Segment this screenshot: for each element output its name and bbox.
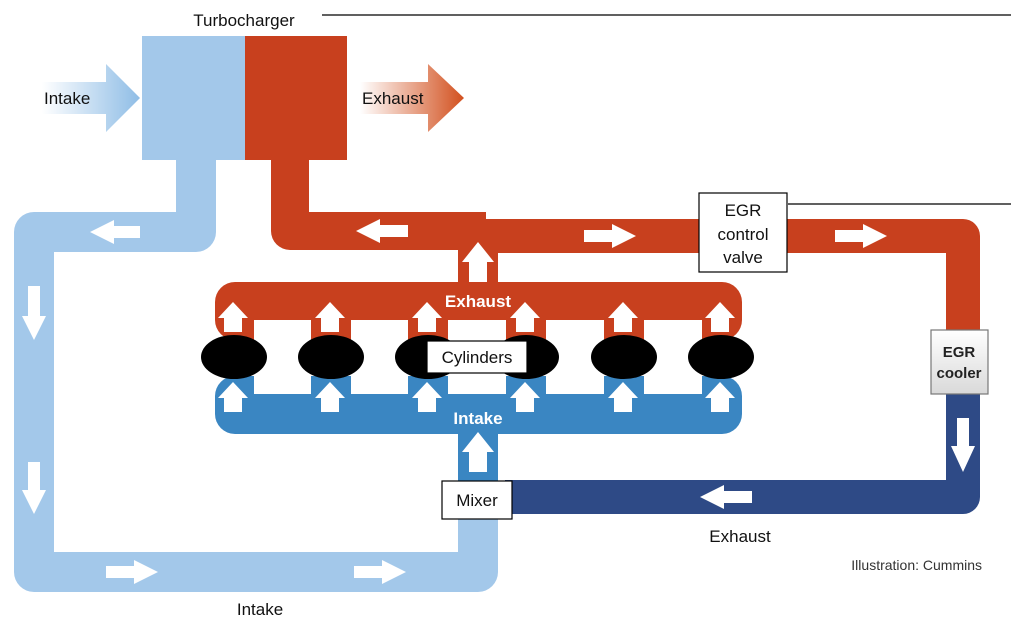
exhaust-pipe-top [271,160,486,250]
intake-pipe-loop [14,160,498,592]
flow-arrow-right [106,560,158,584]
flow-arrow-up [412,382,442,412]
egr-hot-pipe [476,219,980,330]
flow-arrow-down [22,462,46,514]
flow-arrow-up [510,302,540,332]
flow-arrows [22,219,975,584]
egr-valve-label-2: control [717,225,768,244]
egr-valve-label-3: valve [723,248,763,267]
turbo-compressor [142,36,246,160]
egr-cooler-label-2: cooler [936,365,981,382]
egr-return-label: Exhaust [709,527,771,546]
intake-in-label: Intake [44,89,90,108]
flow-arrow-up [705,302,735,332]
flow-arrow-left [700,485,752,509]
cylinder-5 [591,335,657,379]
flow-arrow-left [356,219,408,243]
cylinder-6 [688,335,754,379]
flow-arrow-up [462,432,494,472]
cylinder-1 [201,335,267,379]
flow-arrow-right [835,224,887,248]
exhaust-outflow-arrow [360,64,464,132]
cylinders-label: Cylinders [442,348,513,367]
flow-arrow-down [22,286,46,340]
flow-arrow-down [951,418,975,472]
exhaust-manifold [215,282,742,340]
flow-arrow-up [315,382,345,412]
egr-valve-label-1: EGR [725,201,762,220]
flow-arrow-up [608,302,638,332]
manifold-intake-label: Intake [453,409,502,428]
flow-arrow-up [462,242,494,282]
cylinders-label-box [426,340,528,374]
egr-cooler-label-1: EGR [943,344,976,361]
flow-arrow-up [218,302,248,332]
exhaust-out-label: Exhaust [362,89,424,108]
credit-label: Illustration: Cummins [851,557,982,573]
intake-inflow-arrow [42,64,140,132]
egr-cooler [930,329,989,395]
flow-arrow-up [705,382,735,412]
flow-arrow-up [510,382,540,412]
cylinder-2 [298,335,364,379]
turbo-turbine [245,36,347,160]
egr-control-valve [698,192,788,273]
flow-arrow-up [608,382,638,412]
mixer-box [441,480,513,520]
turbocharger-label: Turbocharger [193,11,295,30]
intake-bottom-label: Intake [237,600,283,619]
intake-manifold [215,376,742,434]
flow-arrow-up [218,382,248,412]
manifold-exhaust-label: Exhaust [445,292,511,311]
mixer-label: Mixer [456,491,498,510]
flow-arrow-up [412,302,442,332]
flow-arrow-left [90,220,140,244]
flow-arrow-up [315,302,345,332]
flow-arrow-right [354,560,406,584]
flow-arrow-right [584,224,636,248]
